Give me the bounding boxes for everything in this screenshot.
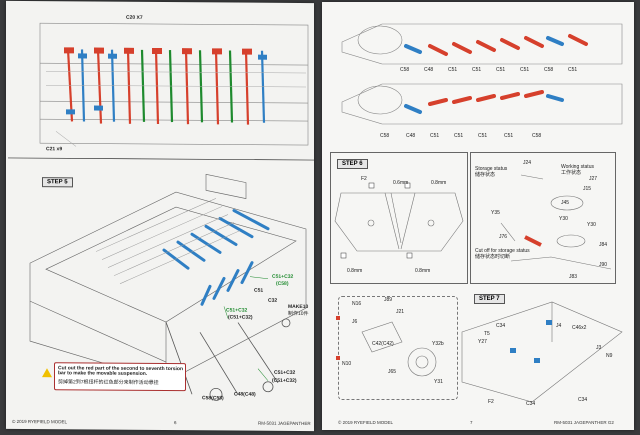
note-text-en: Cut out the red part of the second to se… — [58, 365, 184, 377]
c51-c32-mid-label: C51+C32 — [226, 307, 248, 314]
row2-label-6: C51 — [504, 133, 514, 139]
c21-label: C21 x9 — [46, 146, 63, 153]
tow-cable-frame: Storage status 储存状态 Working status 工作状态 … — [470, 152, 616, 284]
j89-label: J89 — [384, 297, 393, 303]
c20-label: C20 X7 — [126, 14, 143, 21]
step6-mm-b: 0.8mm — [431, 180, 447, 186]
c51-c32-label: C51+C32 — [272, 273, 294, 280]
j4-label: J4 — [556, 323, 562, 329]
step6-f2-label: F2 — [361, 176, 367, 182]
storage-status-label: Storage status — [475, 166, 508, 172]
j84-label: J84 — [599, 242, 608, 248]
row2-label-1: C58 — [380, 133, 390, 139]
y32b-label: Y32b — [432, 341, 444, 347]
step6-drawing — [334, 182, 464, 259]
right-footer-copyright: © 2019 RYEFIELD MODEL — [338, 420, 394, 425]
c51-c32-bottom-alt-label: (C51+C32) — [272, 377, 297, 384]
working-status-cn: 工作状态 — [561, 170, 582, 176]
c51-c32-mid-alt-label: (C51+C32) — [228, 314, 253, 321]
row2-label-5: C51 — [478, 133, 488, 139]
n10-label: N10 — [342, 361, 352, 367]
cut-off-cn: 储存状态时切断 — [475, 254, 511, 260]
c58-label: (C58) — [276, 280, 289, 287]
j15-label: J15 — [583, 186, 592, 192]
t5-label: T5 — [484, 331, 490, 337]
make10-cn-label: 制作10件 — [288, 310, 309, 318]
n16-label: N16 — [352, 301, 362, 307]
right-footer-code: RM-5031 JAGEPANTHER G2 — [554, 420, 614, 425]
note-text-cn: 剪掉第2到7根扭杆的红色部分来制作活动悬挂 — [58, 379, 159, 386]
j83-label: J83 — [569, 274, 578, 280]
j45-label: J45 — [561, 200, 570, 206]
y35-label: Y35 — [491, 210, 500, 216]
c51-c32-bottom-label: C51+C32 — [274, 369, 296, 376]
y31-label: Y31 — [434, 379, 443, 385]
left-manual-page: C20 X7 C21 x9 STEP 5 C51+C32 (C58) C51 C… — [6, 0, 314, 432]
row1-label-2: C48 — [424, 67, 434, 73]
storage-status-cn: 储存状态 — [475, 172, 496, 178]
step6-mm-c: 0.8mm — [347, 268, 363, 274]
step7-detail-frame — [338, 296, 458, 400]
c34c-label: C34 — [578, 397, 588, 403]
make10-label: MAKE10 — [288, 303, 309, 311]
c46x2-label: C46x2 — [572, 325, 587, 331]
f2-step7-label: F2 — [488, 399, 494, 405]
c42-label: C42(C42) — [372, 341, 394, 347]
row1-label-4: C51 — [472, 67, 482, 73]
j3-label: J3 — [596, 345, 602, 351]
row2-label-3: C51 — [430, 133, 440, 139]
j90-label: J90 — [599, 262, 608, 268]
row1-label-6: C51 — [520, 67, 530, 73]
step5-title: STEP 5 — [42, 177, 73, 188]
row2-label-2: C48 — [406, 133, 416, 139]
step6-mm-d: 0.8mm — [415, 268, 431, 274]
j24-label: J24 — [523, 160, 532, 166]
right-page-drawing — [341, 23, 623, 125]
suspension-note: Cut out the red part of the second to se… — [54, 362, 186, 392]
left-footer-page-number: 6 — [174, 420, 177, 426]
left-page-drawing — [8, 22, 314, 401]
c48-label: C48(C48) — [234, 391, 256, 398]
y27-label: Y27 — [478, 339, 487, 345]
y30a-label: Y30 — [559, 216, 568, 222]
j27-label: J27 — [589, 176, 598, 182]
step6-title: STEP 6 — [337, 159, 368, 169]
row1-label-3: C51 — [448, 67, 458, 73]
n9-label: N9 — [606, 353, 613, 359]
left-footer-copyright: © 2019 RYEFIELD MODEL — [12, 418, 68, 425]
c51-label: C51 — [254, 287, 264, 294]
warning-icon — [42, 368, 52, 378]
y30b-label: Y30 — [587, 222, 596, 228]
j76-label: J76 — [499, 234, 508, 240]
step6-frame: STEP 6 F2 0.6mm 0.8mm 0.8mm 0.8mm — [330, 152, 468, 284]
j6-label: J6 — [352, 319, 358, 325]
right-footer-page-number: 7 — [470, 420, 473, 425]
right-manual-page: C58 C48 C51 C51 C51 C51 C58 C51 C58 C48 … — [322, 2, 634, 430]
step6-mm-a: 0.6mm — [393, 180, 409, 186]
step7-title: STEP 7 — [474, 294, 505, 304]
cut-off-label: Cut off for storage status — [475, 248, 530, 254]
working-status-label: Working status — [561, 164, 594, 170]
row2-label-4: C51 — [454, 133, 464, 139]
row1-label-8: C51 — [568, 67, 578, 73]
c34b-label: C34 — [526, 401, 536, 407]
c34a-label: C34 — [496, 323, 506, 329]
row1-label-1: C58 — [400, 67, 410, 73]
j65-label: J65 — [388, 369, 397, 375]
j21-label: J21 — [396, 309, 405, 315]
c32-label: C32 — [268, 297, 278, 304]
c58-bottom-label: C58(C58) — [202, 395, 224, 402]
row2-label-7: C58 — [532, 133, 542, 139]
row1-label-7: C58 — [544, 67, 554, 73]
tow-cable-drawing — [500, 174, 612, 270]
left-footer-code: RM-5031 JAGEPANTHER — [258, 420, 311, 427]
row1-label-5: C51 — [496, 67, 506, 73]
